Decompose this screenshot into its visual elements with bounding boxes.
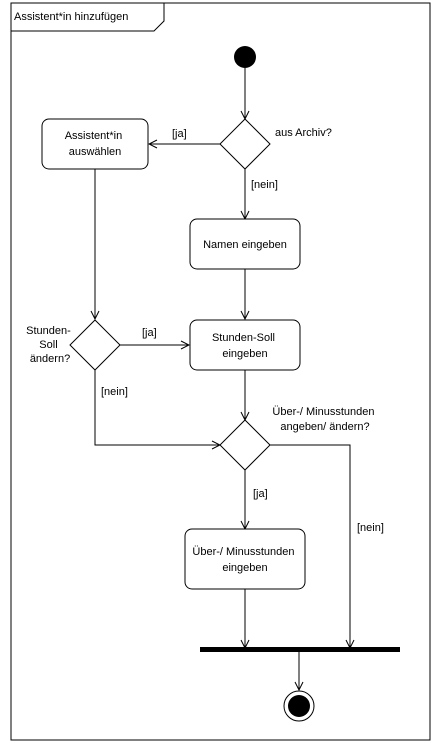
guard-soll-nein: [nein]: [101, 386, 128, 398]
guard-archiv-nein: [nein]: [251, 179, 278, 191]
final-node-inner: [288, 695, 310, 717]
decision-stunden-soll-label-2: Soll: [39, 339, 57, 351]
action-namen-eingeben-label: Namen eingeben: [203, 239, 287, 251]
decision-minusstunden-angeben: [219, 419, 271, 471]
decision-stunden-soll-label-1: Stunden-: [26, 325, 71, 337]
svg-text:Stunden-Soll eingeben: Stunden-Soll eingeben: [212, 332, 278, 360]
action-minusstunden-label-2: eingeben: [222, 562, 267, 574]
action-assistent-auswaehlen-label-2: auswählen: [69, 146, 122, 158]
diagram-frame: [10, 2, 431, 741]
decision-stunden-soll-aendern: [69, 319, 121, 371]
action-minusstunden-eingeben: [184, 528, 306, 590]
svg-text:Über-/ Minusstunden angebe: Über-/ Minusstunden angeben/ ändern?: [272, 406, 377, 433]
action-stunden-soll-label-1: Stunden-Soll: [212, 332, 275, 344]
svg-text:Stunden- Soll ändern?: Stunden- Soll ändern?: [26, 325, 74, 365]
edge-soll-nein: [94, 370, 220, 445]
svg-text:Über-/ Minusstunden eingeb: Über-/ Minusstunden eingeben: [192, 546, 297, 574]
frame-title: Assistent*in hinzufügen: [14, 11, 128, 23]
join-bar: [200, 647, 400, 652]
action-stunden-soll-eingeben: [189, 319, 301, 371]
action-assistent-auswaehlen-label-1: Assistent*in: [65, 130, 122, 142]
action-assistent-auswaehlen: [41, 118, 149, 170]
decision-aus-archiv-label: aus Archiv?: [275, 127, 332, 139]
guard-archiv-ja: [ja]: [172, 128, 187, 140]
initial-node: [234, 46, 256, 68]
guard-soll-ja: [ja]: [142, 327, 157, 339]
guard-minus-ja: [ja]: [253, 488, 268, 500]
action-minusstunden-label-1: Über-/ Minusstunden: [192, 546, 294, 558]
decision-stunden-soll-label-3: ändern?: [30, 353, 70, 365]
decision-aus-archiv: [219, 118, 271, 170]
svg-text:Assistent*in auswählen: Assistent*in auswählen: [65, 130, 126, 158]
frame-title-tab: [11, 3, 165, 32]
edge-minus-nein: [270, 444, 350, 648]
guard-minus-nein: [nein]: [357, 522, 384, 534]
decision-minusstunden-label-2: angeben/ ändern?: [280, 421, 369, 433]
action-stunden-soll-label-2: eingeben: [222, 348, 267, 360]
action-namen-eingeben: [189, 218, 301, 270]
decision-minusstunden-label-1: Über-/ Minusstunden: [272, 406, 374, 418]
